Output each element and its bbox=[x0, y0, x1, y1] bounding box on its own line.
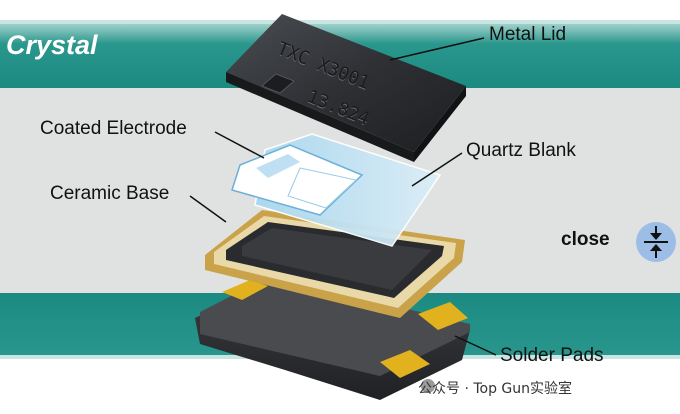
lid-marking-square bbox=[261, 73, 295, 94]
watermark-site-cn: 嘉峪检测网 bbox=[530, 362, 651, 387]
leader-coated-electrode bbox=[214, 131, 265, 159]
diagram-title: Crystal bbox=[6, 30, 98, 60]
wechat-icon bbox=[421, 379, 435, 393]
leader-metal-lid bbox=[389, 37, 485, 61]
label-quartz-blank: Quartz Blank bbox=[466, 140, 576, 161]
close-button-label[interactable]: close bbox=[561, 229, 610, 250]
label-ceramic-base: Ceramic Base bbox=[50, 183, 170, 204]
label-solder-pads: Solder Pads bbox=[500, 345, 604, 366]
leader-solder-pads bbox=[454, 335, 497, 356]
coated-electrode bbox=[231, 144, 364, 216]
label-coated-electrode: Coated Electrode bbox=[40, 118, 187, 139]
leader-quartz-blank bbox=[411, 152, 463, 187]
leader-ceramic-base bbox=[189, 195, 227, 223]
ceramic-base-package bbox=[195, 276, 470, 400]
watermark-text: 公众号 · Top Gun实验室 bbox=[418, 381, 573, 397]
solder-pad bbox=[418, 302, 468, 330]
metal-lid bbox=[226, 14, 466, 162]
compress-arrows-icon[interactable] bbox=[636, 222, 676, 262]
solder-pad bbox=[380, 350, 430, 378]
label-metal-lid: Metal Lid bbox=[489, 24, 567, 45]
top-thin-line bbox=[0, 20, 680, 24]
watermark-site-en: AnyTesting.com bbox=[533, 382, 621, 395]
solder-pad bbox=[222, 280, 268, 300]
